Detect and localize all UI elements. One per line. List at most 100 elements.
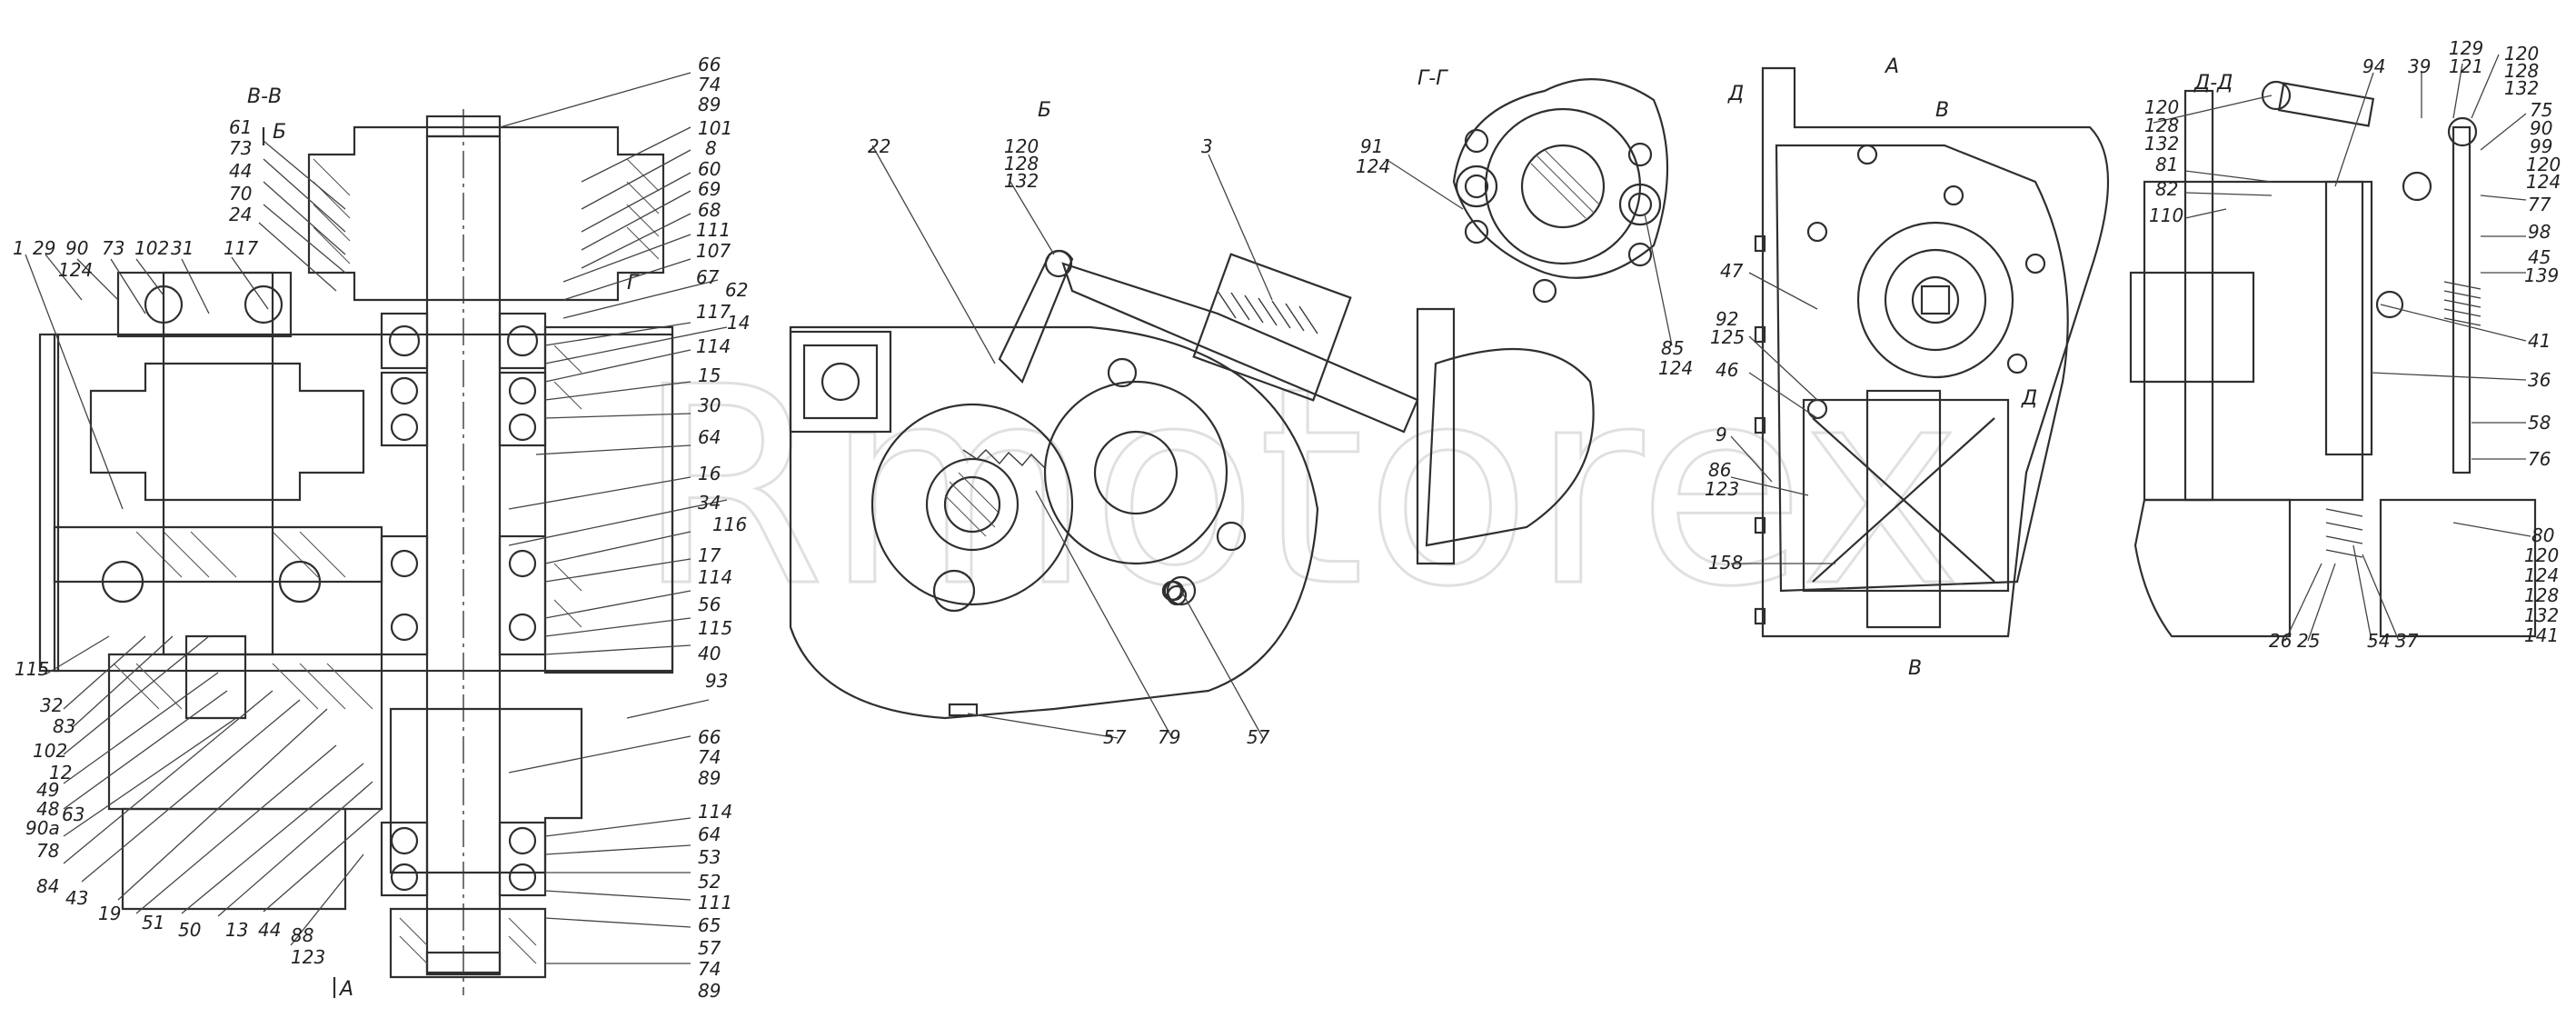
part-label: 69: [698, 178, 721, 200]
part-label: 121: [2449, 55, 2483, 77]
part-label: 74: [698, 74, 721, 95]
part-label: 83: [53, 715, 75, 737]
part-label: 115: [15, 658, 49, 680]
part-label: 80: [2531, 524, 2554, 546]
part-label: 8: [705, 137, 717, 159]
part-label: 115: [698, 617, 732, 639]
part-label: 129: [2449, 37, 2483, 59]
part-label: 46: [1716, 359, 1738, 381]
arrow-label-v-top: В: [1935, 99, 1949, 122]
part-label: 110: [2149, 205, 2183, 226]
part-label: 82: [2155, 178, 2178, 200]
part-label: 57: [1103, 726, 1127, 748]
part-label: 132: [2524, 604, 2559, 626]
part-label: 66: [698, 726, 721, 748]
watermark-text: Rmotorex: [636, 329, 1962, 646]
part-label: 91: [1360, 135, 1383, 157]
part-label: 44: [229, 160, 252, 182]
arrow-label-b-top: Б: [273, 121, 286, 144]
part-label: 67: [696, 266, 720, 288]
part-label: 90а: [25, 817, 60, 839]
part-label: 111: [696, 219, 731, 241]
part-label: 70: [229, 183, 252, 205]
part-label: 44: [258, 919, 281, 941]
part-label: 123: [1705, 478, 1739, 500]
part-label: 73: [102, 237, 124, 259]
part-label: 128: [2144, 115, 2179, 136]
part-label: 117: [696, 301, 731, 323]
part-label: 79: [1158, 726, 1180, 748]
part-label: 61: [229, 116, 252, 138]
part-label: 36: [2528, 369, 2551, 391]
part-label: 89: [698, 767, 721, 789]
part-label: 128: [2524, 584, 2559, 606]
view-gg: Г-Г: [1417, 67, 1669, 304]
part-label: 158: [1708, 552, 1743, 574]
part-label: 56: [698, 594, 721, 615]
part-label: 29: [33, 237, 55, 259]
labels-center-right: 66 74 89 101 8 60 69 68 111 107 67 62 11…: [696, 54, 750, 1002]
part-label: 57: [1247, 726, 1270, 748]
arrow-label-d-left: Д: [1727, 83, 1744, 105]
part-label: 90: [65, 237, 88, 259]
part-label: 54: [2367, 630, 2390, 652]
part-label: 43: [65, 887, 88, 909]
leaders-b: [871, 145, 1273, 739]
part-label: 107: [696, 240, 731, 262]
part-label: 26: [2269, 630, 2292, 652]
part-label: 13: [225, 919, 248, 941]
part-label: 3: [1201, 135, 1213, 157]
part-label: 66: [698, 54, 721, 75]
part-label: 124: [2526, 171, 2561, 193]
part-label: 37: [2395, 630, 2419, 652]
part-label: 89: [698, 980, 721, 1002]
part-label: 74: [698, 958, 721, 980]
part-label: 62: [725, 279, 748, 301]
view-dd: Д-Д: [2129, 72, 2537, 638]
part-label: 120: [2524, 544, 2559, 566]
part-label: 124: [2524, 564, 2559, 586]
labels-left: 1 29 90 124 73 102 31 117 61 73 44 70 24…: [13, 116, 325, 968]
part-label: 89: [698, 94, 721, 115]
part-label: 52: [698, 871, 721, 893]
part-label: 40: [698, 643, 721, 664]
arrow-label-g-right: Г: [627, 272, 640, 294]
labels-b: 22 120 128 132 3 57 79 57: [868, 135, 1270, 748]
labels-dd: 120 128 132 81 82 110 94 39 129 121 120 …: [2144, 37, 2561, 652]
part-label: 132: [2504, 77, 2539, 99]
part-label: 25: [2297, 630, 2320, 652]
part-label: 123: [291, 946, 325, 968]
part-label: 98: [2528, 221, 2551, 243]
leaders-gg: [1385, 158, 1673, 346]
part-label: 41: [2528, 330, 2551, 352]
part-label: 99: [2530, 135, 2552, 157]
view-title-gg: Г-Г: [1417, 67, 1448, 90]
view-b: Б: [789, 99, 1595, 720]
part-label: 51: [142, 912, 164, 933]
part-label: 19: [98, 903, 121, 924]
part-label: 128: [1004, 153, 1039, 175]
part-label: 132: [2144, 133, 2179, 155]
arrow-label-a-bottom: А: [338, 978, 353, 1001]
part-label: 139: [2524, 264, 2559, 286]
part-label: 101: [698, 117, 732, 139]
part-label: 120: [2526, 154, 2561, 175]
arrow-label-d-right: Д: [2021, 387, 2037, 410]
part-label: 68: [698, 199, 721, 221]
part-label: 81: [2155, 154, 2178, 175]
leaders-dd: [2153, 54, 2531, 642]
part-label: 22: [868, 135, 890, 157]
part-label: 47: [1720, 260, 1744, 282]
part-label: 53: [698, 846, 721, 868]
part-label: 92: [1716, 308, 1738, 330]
labels-a: 47 92 125 46 9 86 123 158: [1705, 260, 1745, 574]
part-label: 73: [229, 137, 252, 159]
part-label: 120: [1004, 135, 1039, 157]
part-label: 111: [698, 892, 732, 913]
part-label: 141: [2524, 624, 2559, 646]
view-title-dd: Д-Д: [2193, 72, 2233, 95]
part-label: 65: [698, 914, 721, 936]
part-label: 9: [1716, 424, 1727, 445]
part-label: 50: [178, 919, 201, 941]
